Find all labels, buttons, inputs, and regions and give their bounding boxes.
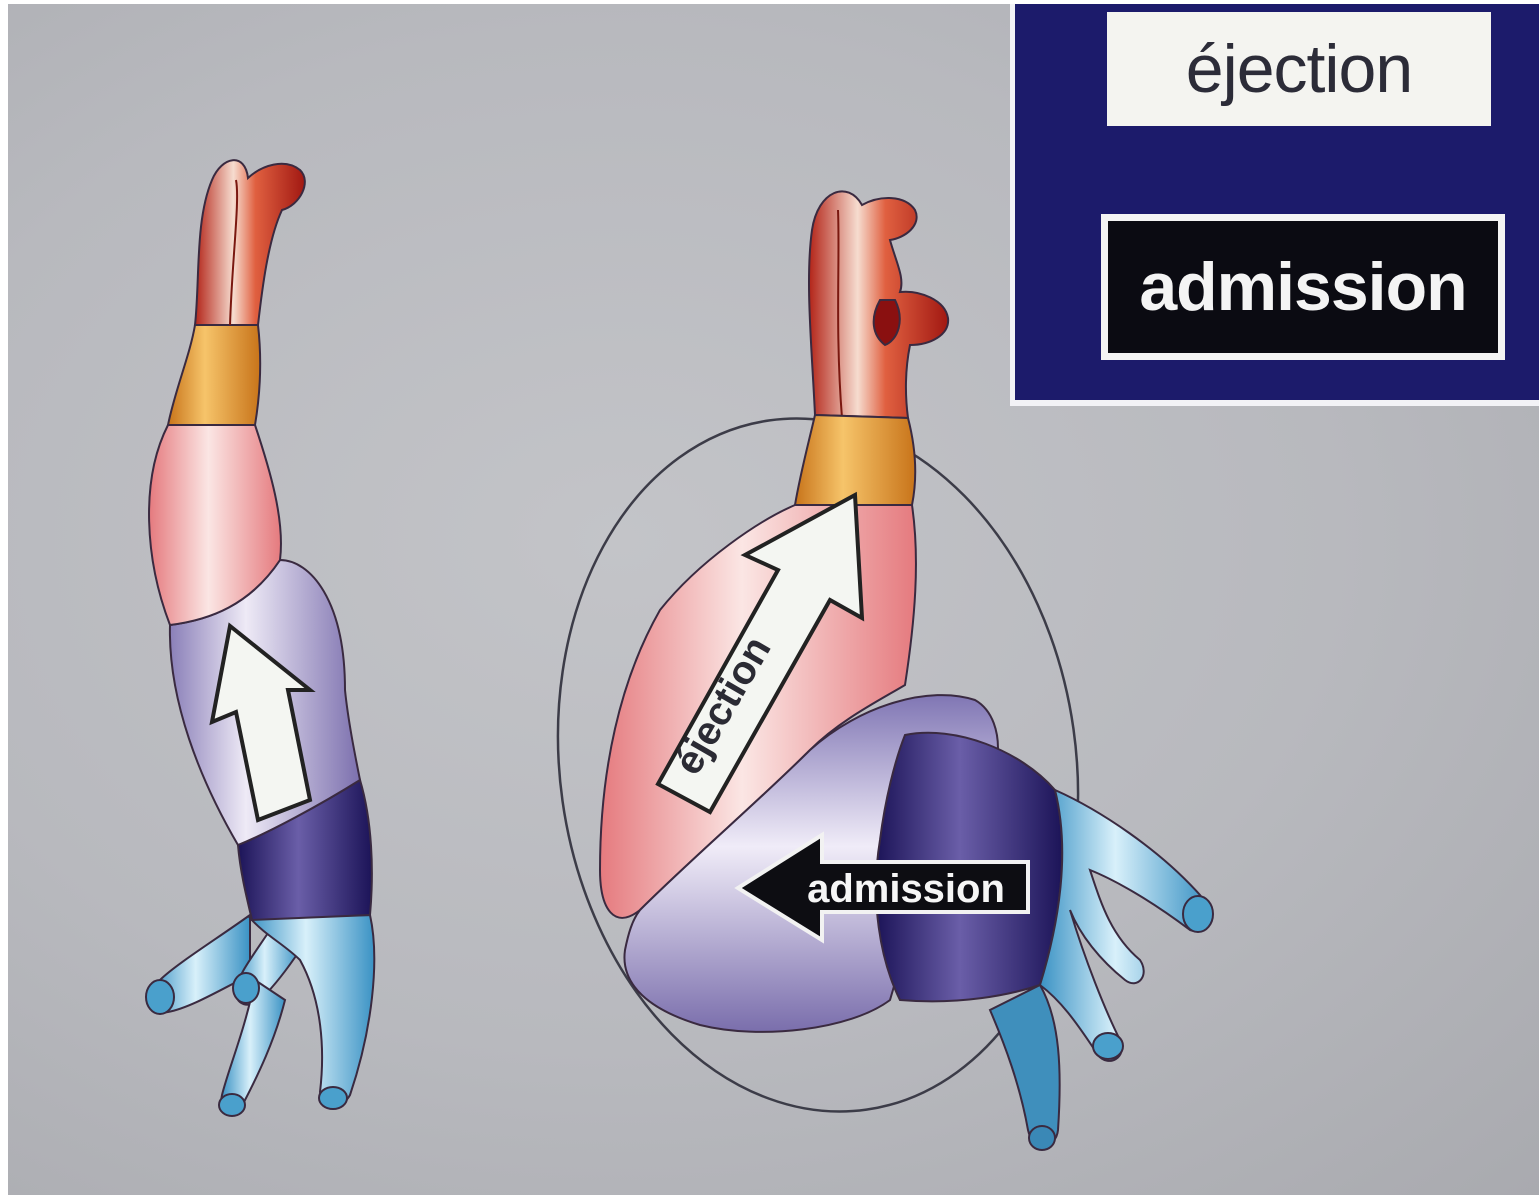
legend-panel: éjection admission — [1010, 4, 1539, 406]
legend-admission-label: admission — [1139, 248, 1466, 326]
left-valve-band — [168, 325, 260, 425]
right-valve-band — [795, 415, 915, 505]
admission-arrow-label: admission — [807, 867, 1005, 911]
legend-ejection-label: éjection — [1186, 30, 1412, 108]
legend-ejection: éjection — [1107, 12, 1491, 126]
left-heart-tube — [146, 160, 374, 1116]
left-artery — [195, 160, 305, 325]
diagram-slide: éjection admission éjection admission — [8, 4, 1539, 1195]
left-veins — [146, 915, 374, 1116]
legend-admission: admission — [1101, 214, 1505, 360]
